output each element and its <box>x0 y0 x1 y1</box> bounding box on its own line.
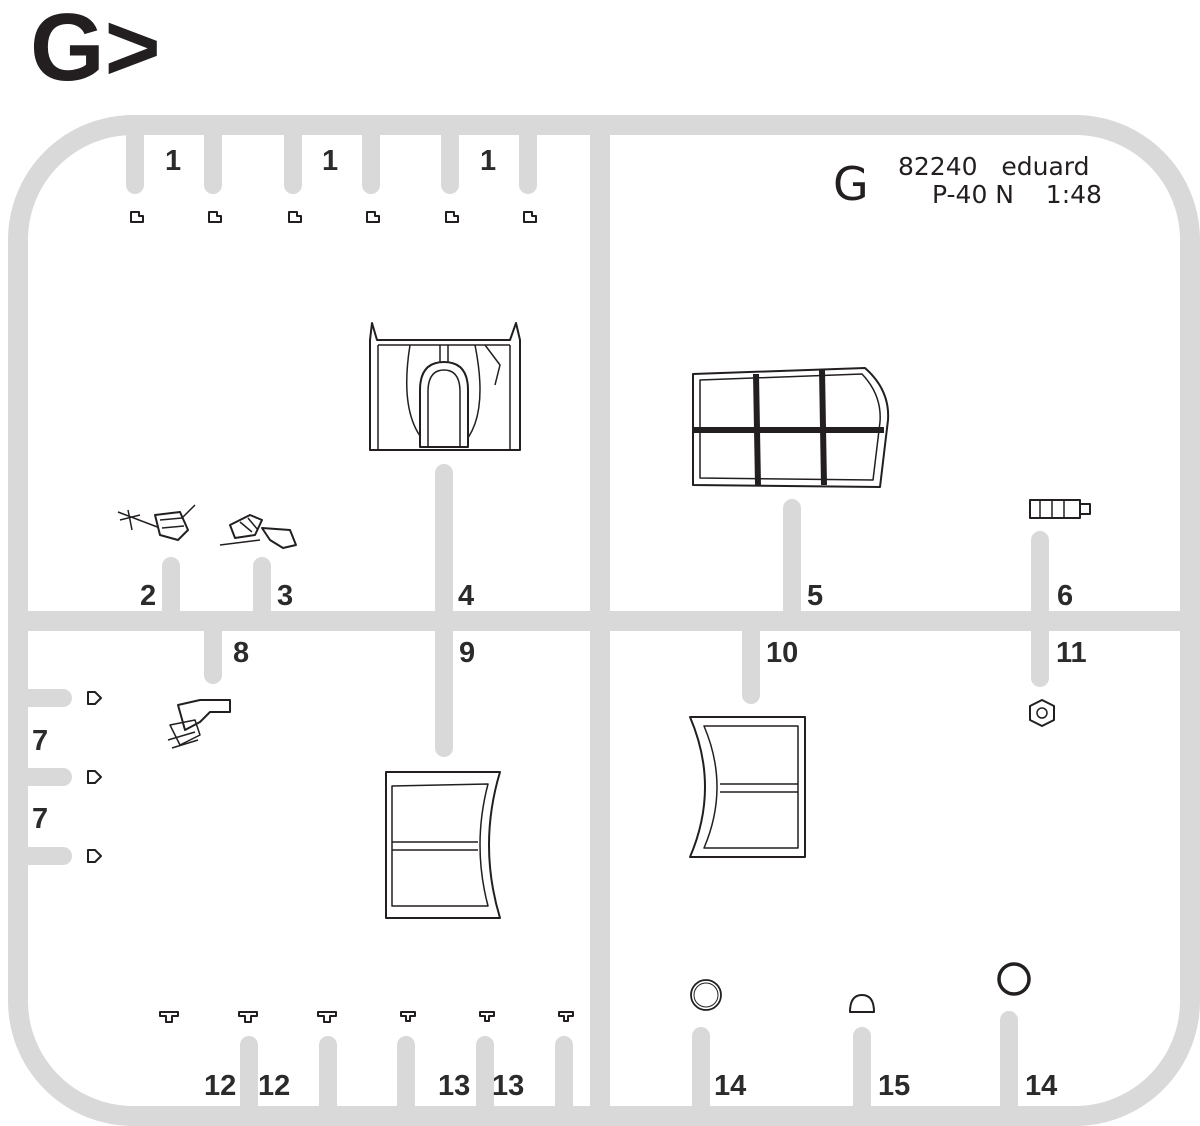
label-part-1: 1 <box>480 145 496 177</box>
part-3 <box>219 514 297 549</box>
label-part-7: 7 <box>32 803 48 835</box>
part-numbers: 1 1 1 2 3 4 5 6 8 9 10 11 7 7 12 12 13 1… <box>32 145 1087 1102</box>
sprue-letter: G <box>833 157 869 211</box>
parts-14-15 <box>690 962 1031 1013</box>
part-15 <box>849 994 875 1013</box>
label-part-10: 10 <box>766 637 798 669</box>
kit-model-scale: P-40 N 1:48 <box>932 180 1102 209</box>
part-9 <box>385 771 501 919</box>
label-part-14: 14 <box>1025 1070 1057 1102</box>
label-part-4: 4 <box>458 580 474 612</box>
sprue-frame <box>8 115 1200 1126</box>
label-part-3: 3 <box>277 580 293 612</box>
part-8 <box>167 699 231 749</box>
label-part-13: 13 <box>438 1070 470 1102</box>
label-part-13: 13 <box>492 1070 524 1102</box>
part-11 <box>1029 699 1055 727</box>
label-part-9: 9 <box>459 637 475 669</box>
kit-number-brand: 82240 eduard <box>898 152 1090 181</box>
part-6 <box>1029 499 1091 519</box>
label-part-14: 14 <box>714 1070 746 1102</box>
label-part-1: 1 <box>165 145 181 177</box>
parts-1 <box>130 211 537 223</box>
part-10 <box>689 716 806 858</box>
sprue-title: G> <box>30 0 161 101</box>
label-part-7: 7 <box>32 725 48 757</box>
label-part-2: 2 <box>140 580 156 612</box>
label-part-6: 6 <box>1057 580 1073 612</box>
part-4-seat <box>369 322 521 451</box>
label-part-15: 15 <box>878 1070 910 1102</box>
parts-12-13 <box>159 1011 574 1023</box>
part-14-ring-right <box>997 962 1031 996</box>
label-part-1: 1 <box>322 145 338 177</box>
label-part-5: 5 <box>807 580 823 612</box>
parts-7 <box>87 691 102 863</box>
label-part-11: 11 <box>1056 637 1087 669</box>
part-14-ring-left <box>690 979 722 1011</box>
label-part-8: 8 <box>233 637 249 669</box>
label-part-12: 12 <box>258 1070 290 1102</box>
gates <box>19 126 1049 1115</box>
part-2 <box>117 504 196 541</box>
part-5-panel <box>692 367 890 488</box>
label-part-12: 12 <box>204 1070 236 1102</box>
sprue-info: G 82240 eduard P-40 N 1:48 <box>833 152 1102 211</box>
